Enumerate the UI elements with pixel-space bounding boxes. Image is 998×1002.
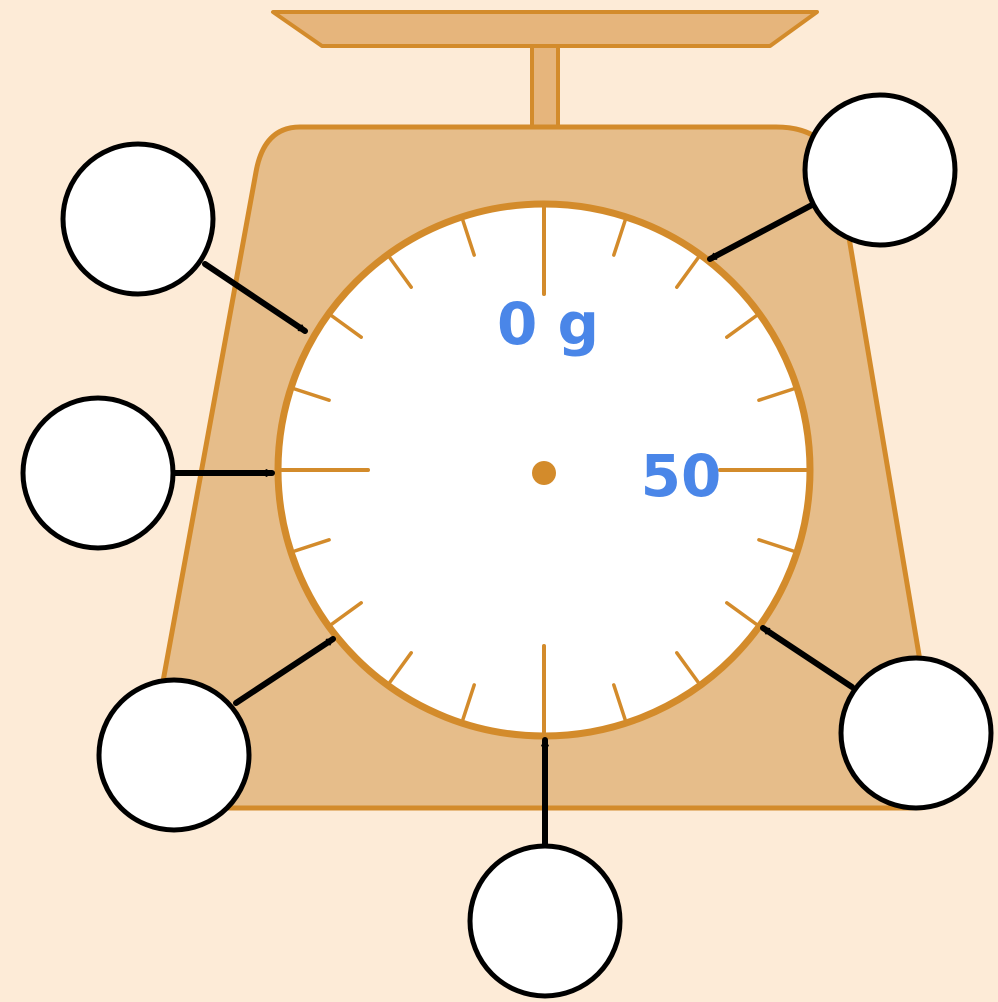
answer-circles bbox=[20, 92, 994, 999]
minor-tick bbox=[725, 601, 758, 626]
minor-tick bbox=[675, 256, 700, 289]
minor-tick bbox=[330, 314, 363, 339]
scale-stem bbox=[530, 44, 560, 130]
upper-left-arrow bbox=[202, 261, 308, 334]
lower-right-answer-circle[interactable] bbox=[838, 655, 994, 811]
minor-tick bbox=[461, 683, 476, 721]
minor-tick bbox=[388, 256, 413, 289]
scale-pan bbox=[271, 10, 819, 48]
bottom-answer-circle[interactable] bbox=[467, 843, 623, 999]
top-right-arrow bbox=[707, 202, 815, 262]
lower-left-arrow bbox=[233, 636, 336, 706]
lower-left-answer-circle[interactable] bbox=[96, 677, 252, 833]
left-answer-circle[interactable] bbox=[20, 395, 176, 551]
minor-tick bbox=[612, 683, 627, 721]
minor-tick bbox=[293, 387, 331, 402]
minor-tick bbox=[388, 651, 413, 684]
pointer-arrows bbox=[171, 202, 855, 848]
minor-tick bbox=[612, 219, 627, 257]
minor-tick bbox=[293, 538, 331, 553]
minor-tick bbox=[330, 601, 363, 626]
minor-tick bbox=[757, 387, 795, 402]
minor-tick bbox=[757, 538, 795, 553]
lower-right-arrow bbox=[760, 625, 855, 690]
zero-label: 0 g bbox=[497, 290, 599, 358]
upper-left-answer-circle[interactable] bbox=[60, 141, 216, 297]
minor-tick bbox=[725, 314, 758, 339]
dial-ticks bbox=[280, 206, 808, 734]
minor-tick bbox=[675, 651, 700, 684]
half-scale-label: 50 bbox=[641, 442, 722, 510]
minor-tick bbox=[461, 219, 476, 257]
dial-center-pin bbox=[532, 461, 556, 485]
top-right-answer-circle[interactable] bbox=[802, 92, 958, 248]
